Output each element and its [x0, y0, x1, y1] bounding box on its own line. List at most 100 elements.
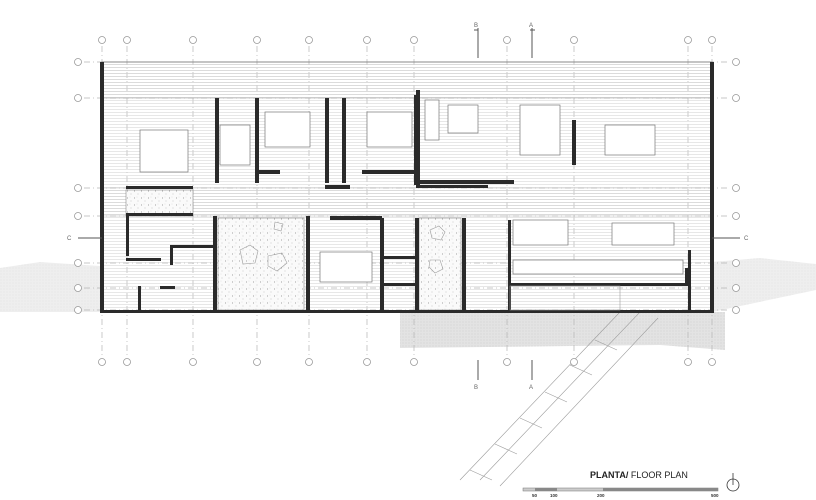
grid-bubble: [253, 358, 261, 366]
wall: [170, 245, 173, 265]
wall: [685, 268, 688, 286]
section-marker-c-left: C: [67, 236, 72, 242]
section-marker-b-bottom: B: [474, 385, 478, 391]
wall: [415, 218, 419, 310]
grid-bubble: [98, 36, 106, 44]
wall: [160, 286, 175, 289]
grid-bubble: [708, 36, 716, 44]
scale-label-200: 200: [597, 493, 605, 498]
grid-bubble: [363, 358, 371, 366]
grid-bubble: [732, 58, 740, 66]
grid-bubble: [189, 358, 197, 366]
wall: [100, 62, 104, 312]
title-planta: PLANTA/: [590, 470, 629, 480]
grid-bubble: [410, 358, 418, 366]
wall: [330, 216, 382, 220]
grid-bubble: [123, 358, 131, 366]
grid-bubble: [570, 36, 578, 44]
grid-bubble: [708, 358, 716, 366]
grid-bubble: [98, 358, 106, 366]
bed-2: [264, 111, 311, 148]
section-marker-b-top: B: [474, 23, 478, 29]
grid-bubble: [732, 306, 740, 314]
building-outline: [101, 61, 713, 313]
grid-bubble: [189, 36, 197, 44]
wall: [213, 216, 217, 310]
wall: [416, 185, 488, 188]
grid-bubble: [74, 284, 82, 292]
grid-bubble: [684, 36, 692, 44]
grid-bubble: [570, 358, 578, 366]
wall: [380, 218, 384, 310]
wall: [325, 98, 329, 183]
grid-bubble: [74, 184, 82, 192]
exterior-stair: [459, 311, 659, 487]
grid-bubble: [503, 358, 511, 366]
title-floor-plan: FLOOR PLAN: [628, 470, 688, 480]
grid-bubble: [732, 184, 740, 192]
north-arrow-icon: [726, 473, 740, 492]
grid-bubble: [74, 58, 82, 66]
wall: [380, 283, 415, 286]
wall: [126, 216, 129, 256]
wall: [342, 98, 346, 183]
grid-bubble: [410, 36, 418, 44]
wall: [508, 283, 688, 286]
dining-table: [611, 222, 675, 246]
grid-bubble: [732, 284, 740, 292]
wall: [215, 98, 219, 183]
grid-bubble: [732, 94, 740, 102]
bed-3: [366, 111, 413, 148]
wall: [572, 120, 576, 165]
furniture: [139, 99, 684, 311]
wall: [710, 62, 714, 312]
grid-bubble: [503, 36, 511, 44]
stair: [509, 285, 621, 311]
drawing-title: PLANTA/ FLOOR PLAN: [590, 470, 688, 480]
grid-bubble: [74, 259, 82, 267]
wall: [325, 185, 350, 189]
grid-bubble: [74, 306, 82, 314]
wall: [255, 170, 280, 174]
wall: [688, 250, 691, 310]
roof-eave: [101, 61, 713, 99]
stones: [239, 221, 446, 274]
wall: [126, 186, 193, 189]
wall: [416, 90, 420, 188]
wall: [362, 170, 414, 174]
scale-bar: [522, 487, 719, 492]
wall: [462, 218, 466, 310]
wall: [126, 213, 193, 216]
grid-bubble: [732, 259, 740, 267]
wall: [138, 286, 141, 311]
grid-bubble: [363, 36, 371, 44]
grid-bubble: [253, 36, 261, 44]
terrain: [0, 258, 816, 350]
sofa-living: [424, 99, 440, 141]
bathroom-fixture: [219, 124, 251, 166]
scale-label-500: 500: [711, 493, 719, 498]
grid-bubble: [305, 36, 313, 44]
patio-gravel-2: [418, 217, 462, 311]
dining-table-top: [519, 104, 561, 156]
kitchen-island: [512, 219, 569, 246]
corridor: [101, 187, 713, 217]
wall: [100, 310, 714, 313]
walls: [100, 62, 714, 313]
scale-label-100: 100: [550, 493, 558, 498]
patio-gravel-1: [217, 217, 305, 311]
grid-bubble: [305, 358, 313, 366]
wall: [508, 220, 511, 310]
sofa-lounge: [604, 124, 656, 156]
wall: [126, 258, 161, 261]
section-marker-a-top: A: [529, 23, 533, 29]
grid-bubble: [74, 94, 82, 102]
wall: [380, 256, 415, 259]
grid-bubble: [74, 212, 82, 220]
section-markers: [78, 28, 740, 380]
wall: [306, 216, 310, 310]
wall: [255, 98, 259, 183]
section-marker-a-bottom: A: [529, 385, 533, 391]
section-marker-c-right: C: [744, 236, 749, 242]
